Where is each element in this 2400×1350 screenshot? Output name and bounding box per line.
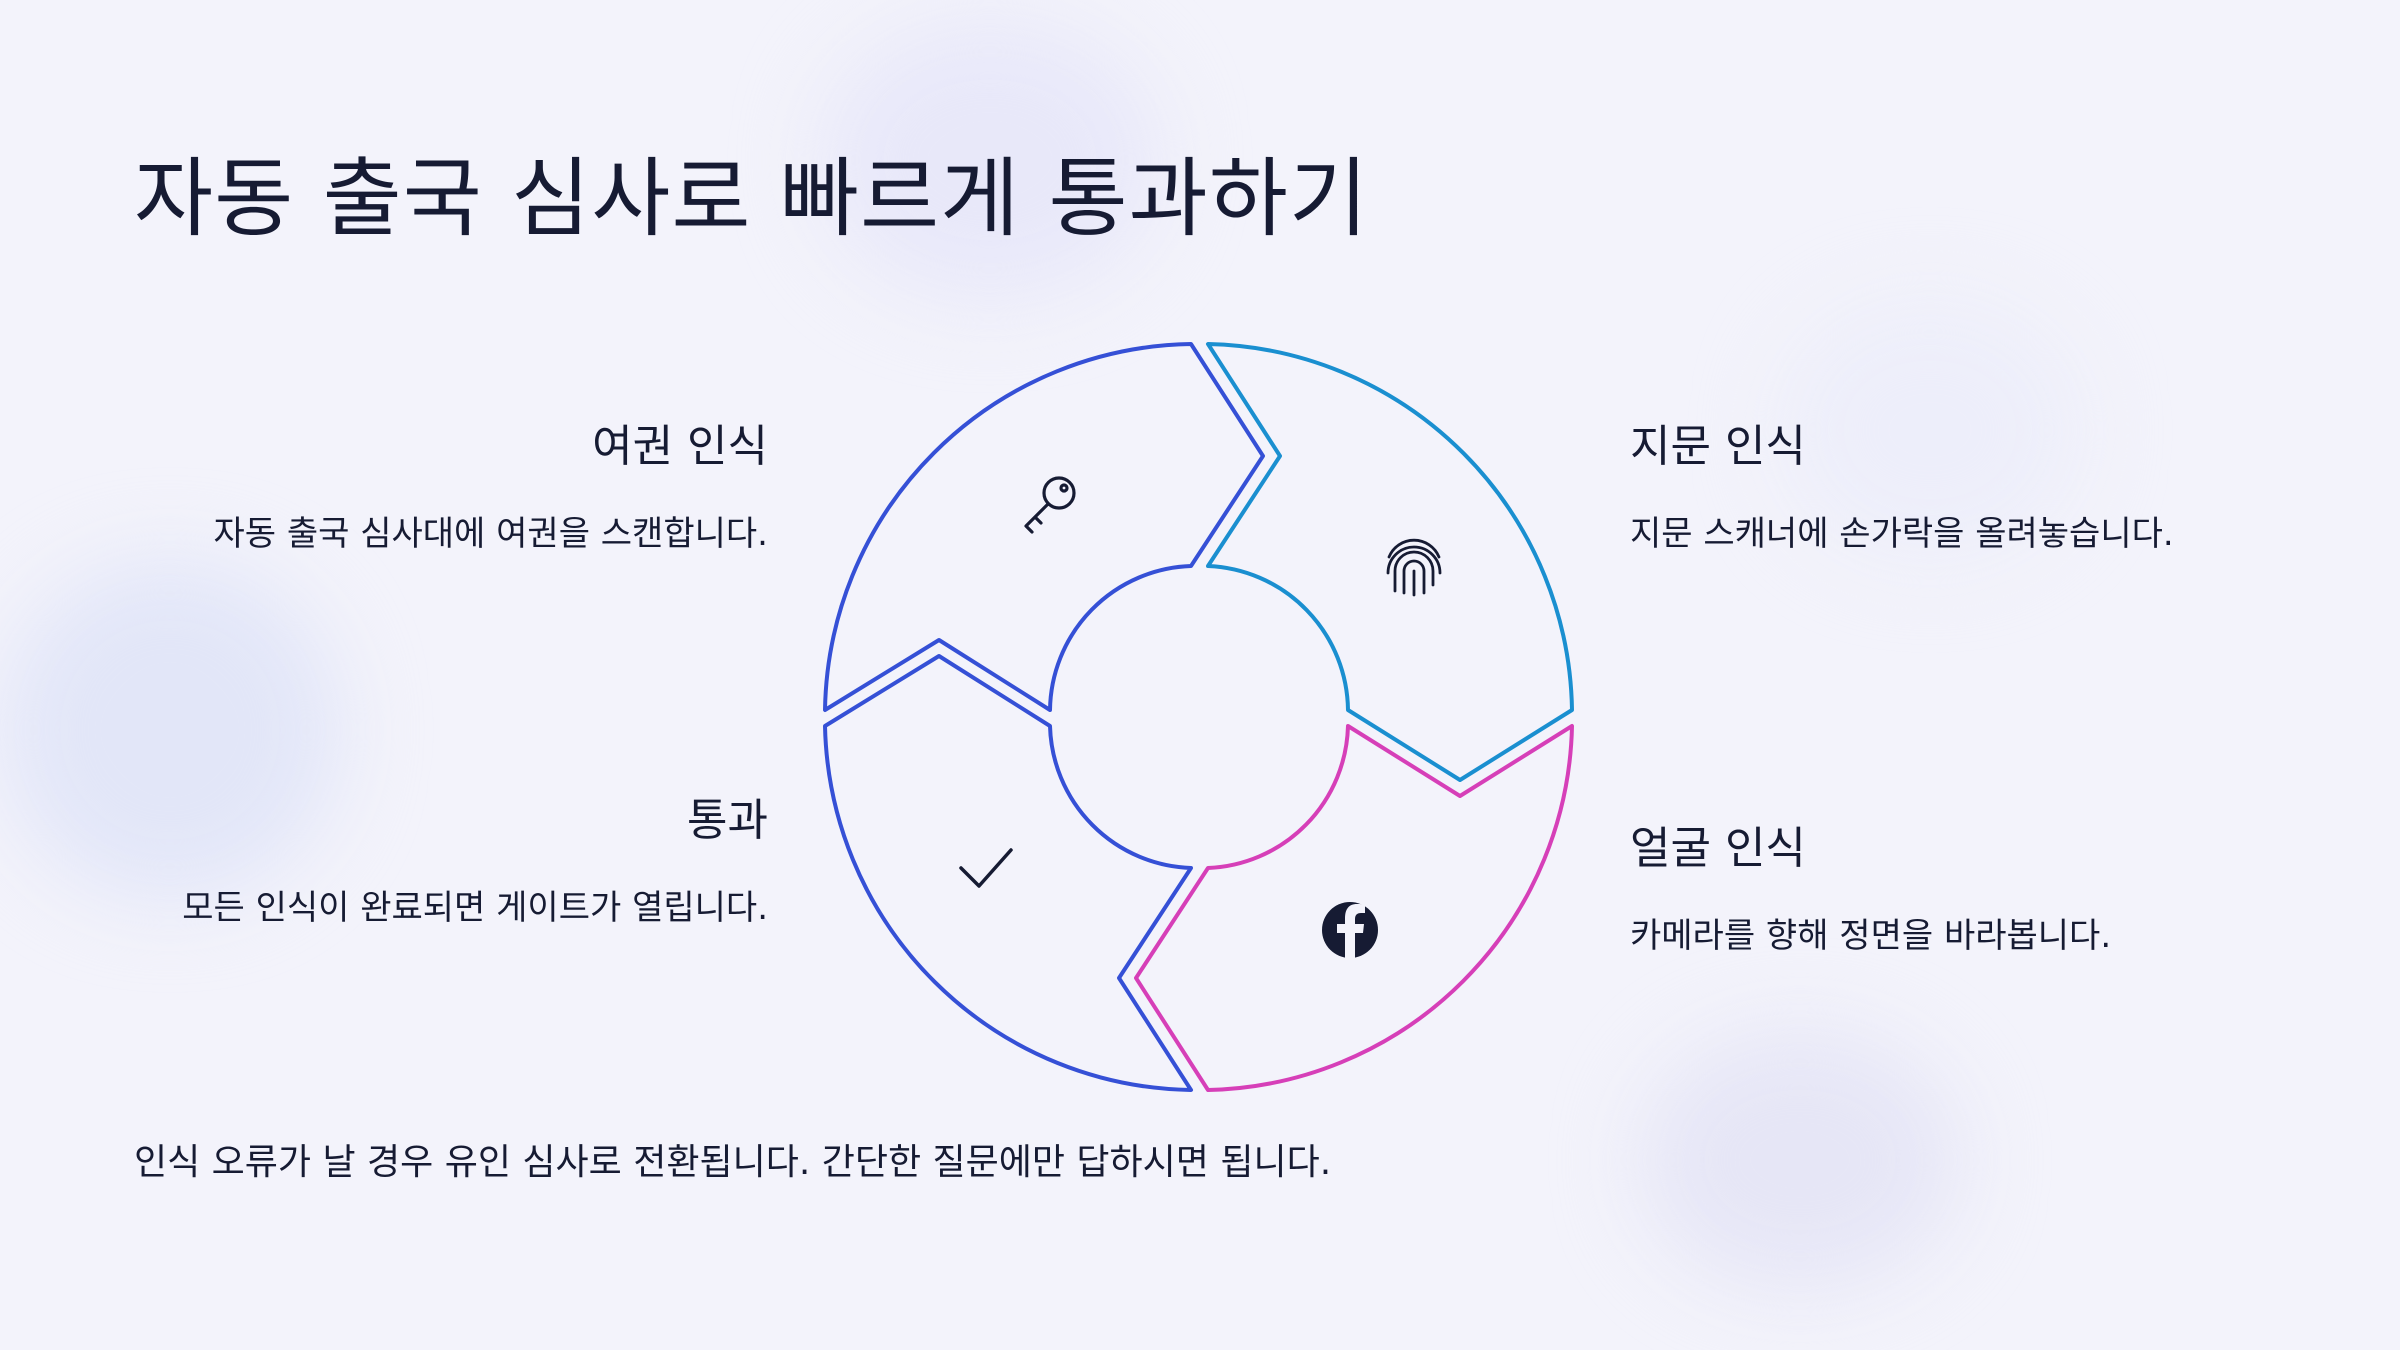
key-icon xyxy=(1024,476,1076,534)
step-face: 얼굴 인식 카메라를 향해 정면을 바라봅니다. xyxy=(1630,820,2270,967)
step-description: 모든 인식이 완료되면 게이트가 열립니다. xyxy=(182,888,768,929)
cycle-segment-face xyxy=(1134,724,1574,1092)
step-title: 지문 인식 xyxy=(1630,421,1806,472)
step-title: 통과 xyxy=(687,795,768,846)
step-fingerprint: 지문 인식 지문 스캐너에 손가락을 올려놓습니다. xyxy=(1630,418,2270,565)
cycle-segment-pass xyxy=(823,654,1193,1092)
cycle-segment-passport xyxy=(823,342,1265,712)
step-pass: 통과 모든 인식이 완료되면 게이트가 열립니다. xyxy=(128,792,768,939)
step-description: 카메라를 향해 정면을 바라봅니다. xyxy=(1630,916,2112,957)
cycle-segment-fingerprint xyxy=(1206,342,1574,782)
step-description: 자동 출국 심사대에 여권을 스캔합니다. xyxy=(213,514,768,555)
step-title: 얼굴 인식 xyxy=(1630,823,1806,874)
page-title: 자동 출국 심사로 빠르게 통과하기 xyxy=(134,149,1370,249)
check-icon xyxy=(959,848,1013,888)
fingerprint-icon xyxy=(1386,538,1442,597)
facebook-icon xyxy=(1322,902,1378,960)
step-title: 여권 인식 xyxy=(592,421,768,472)
step-passport: 여권 인식 자동 출국 심사대에 여권을 스캔합니다. xyxy=(128,418,768,565)
footer-note: 인식 오류가 날 경우 유인 심사로 전환됩니다. 간단한 질문에만 답하시면 … xyxy=(134,1142,1332,1183)
step-description: 지문 스캐너에 손가락을 올려놓습니다. xyxy=(1630,514,2174,555)
